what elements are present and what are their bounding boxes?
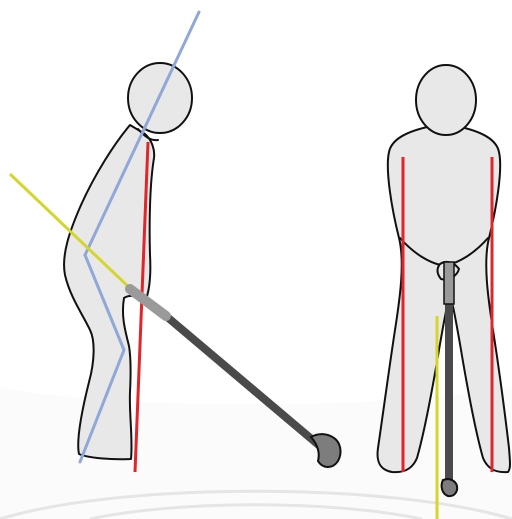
floor-arcs [0, 388, 512, 519]
floor-haze [0, 388, 512, 519]
